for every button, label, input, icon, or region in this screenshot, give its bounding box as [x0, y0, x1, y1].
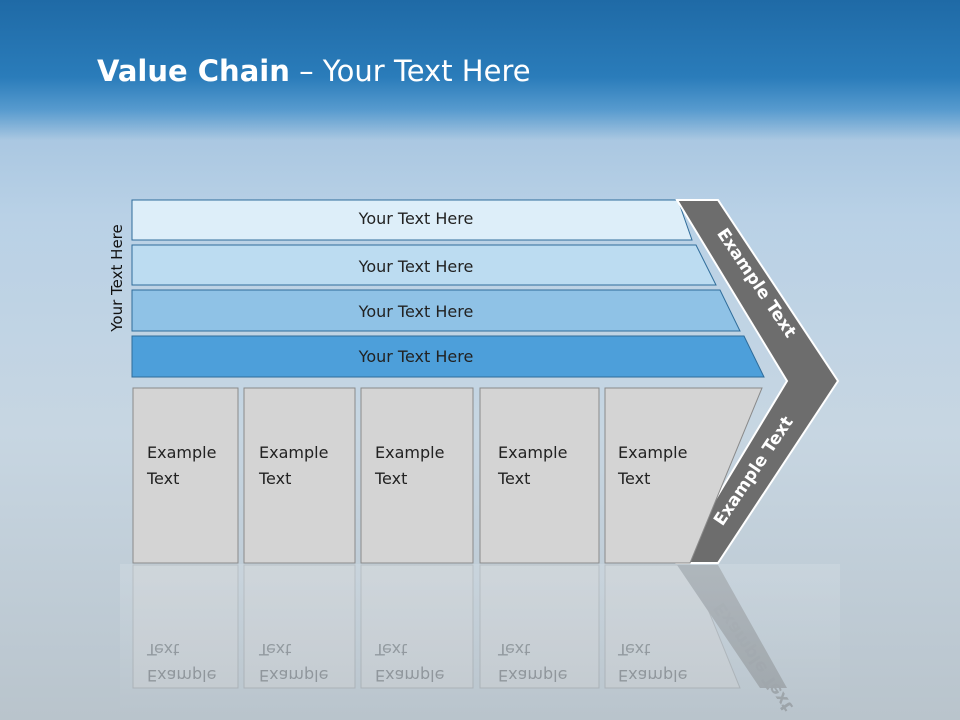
box-4-line-2: Text: [497, 469, 530, 488]
box-3-line-1: Example: [375, 443, 444, 462]
bar-label-2: Your Text Here: [358, 257, 474, 276]
bar-shape-4: [131, 335, 765, 378]
box-shape-4: [479, 387, 600, 564]
box-3: Example Text: [360, 387, 474, 564]
slide-title: Value Chain – Your Text Here: [97, 54, 531, 88]
bar-row-4: Your Text Here: [131, 335, 765, 378]
reflection-fade: [120, 564, 840, 720]
bar-shape-1: [131, 199, 693, 241]
box-4: Example Text: [479, 387, 600, 564]
box-5: Example Text: [604, 387, 763, 564]
bar-row-2: Your Text Here: [131, 244, 717, 286]
box-3-line-2: Text: [374, 469, 407, 488]
chevron-arrow: [675, 199, 840, 564]
box-shape-1: [132, 387, 239, 564]
title-banner: [0, 0, 960, 140]
box-2: Example Text: [243, 387, 356, 564]
box-shape-2: [243, 387, 356, 564]
box-shape-3: [360, 387, 474, 564]
bar-label-3: Your Text Here: [358, 302, 474, 321]
box-4-line-1: Example: [498, 443, 567, 462]
box-1: Example Text: [132, 387, 239, 564]
bar-row-3: Your Text Here: [131, 289, 741, 332]
box-2-line-1: Example: [259, 443, 328, 462]
bar-shape-2: [131, 244, 717, 286]
box-5-line-2: Text: [617, 469, 650, 488]
box-5-line-1: Example: [618, 443, 687, 462]
box-1-line-1: Example: [147, 443, 216, 462]
box-1-line-2: Text: [146, 469, 179, 488]
slide-title-bold: Value Chain: [97, 54, 290, 88]
bar-row-1: Your Text Here: [131, 199, 693, 241]
bar-label-1: Your Text Here: [358, 209, 474, 228]
bar-shape-3: [131, 289, 741, 332]
slide-title-rest: – Your Text Here: [289, 54, 531, 88]
box-shape-5: [604, 387, 763, 564]
box-2-line-2: Text: [258, 469, 291, 488]
bar-label-4: Your Text Here: [358, 347, 474, 366]
